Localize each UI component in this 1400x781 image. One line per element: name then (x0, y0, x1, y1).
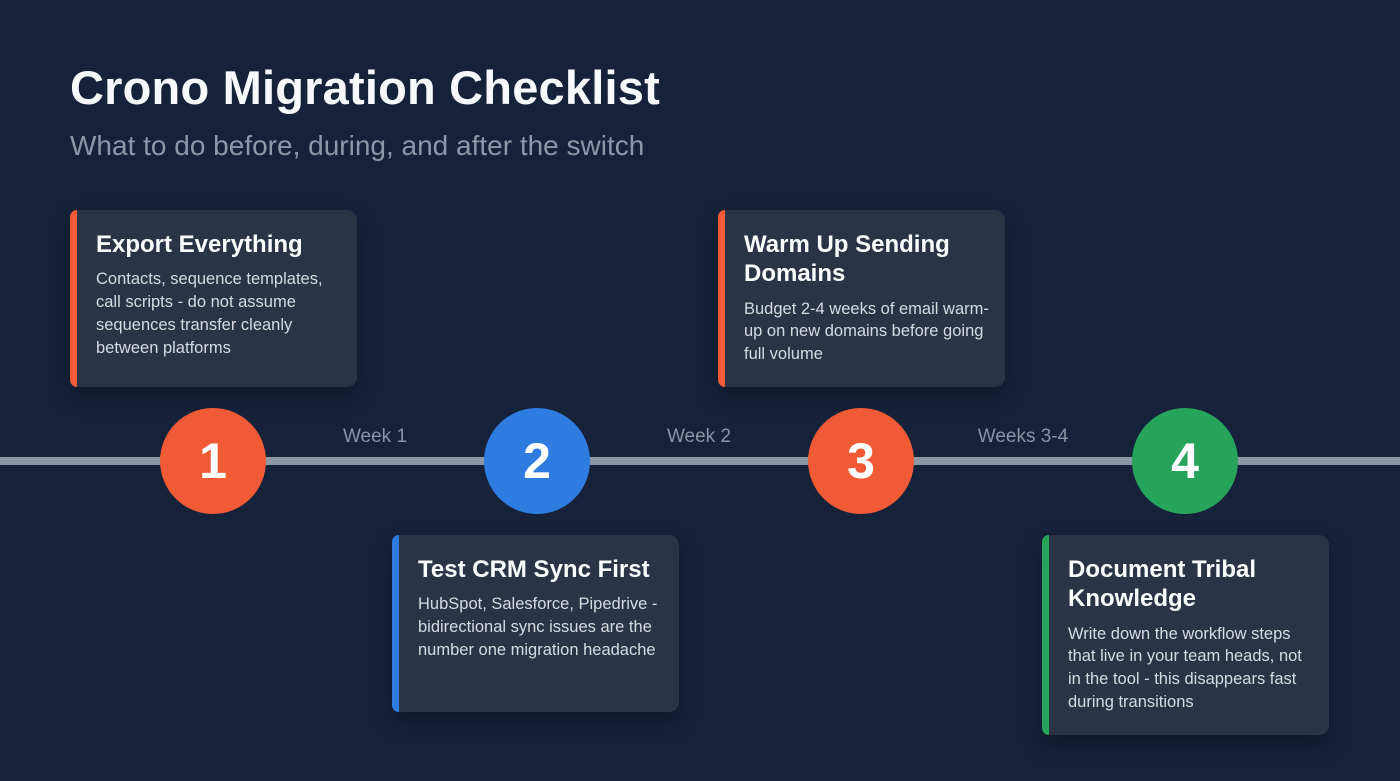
card-body: Contacts, sequence templates, call scrip… (96, 270, 323, 357)
card-title: Export Everything (96, 231, 303, 258)
step-circle-4: 4 (1132, 408, 1238, 514)
step-card-document-tribal-knowledge: Document Tribal Knowledge Write down the… (1042, 535, 1329, 735)
page-title: Crono Migration Checklist (70, 61, 660, 114)
card-accent-bar (718, 210, 725, 387)
step-circle-3: 3 (808, 408, 914, 514)
card-title: Test CRM Sync First (418, 556, 650, 583)
step-card-test-crm-sync-first: Test CRM Sync First HubSpot, Salesforce,… (392, 535, 679, 712)
timeline-label-weeks-3-4: Weeks 3-4 (977, 426, 1069, 447)
timeline-label-week-2: Week 2 (666, 426, 732, 447)
card-accent-bar (1042, 535, 1049, 735)
card-body: HubSpot, Salesforce, Pipedrive - bidirec… (418, 595, 658, 659)
card-title: Document Tribal Knowledge (1068, 556, 1257, 613)
step-card-export-everything: Export Everything Contacts, sequence tem… (70, 210, 357, 387)
card-body: Budget 2-4 weeks of email warm-up on new… (744, 299, 989, 364)
step-card-warm-up-sending-domains: Warm Up Sending Domains Budget 2-4 weeks… (718, 210, 1005, 387)
page-subtitle: What to do before, during, and after the… (70, 130, 645, 161)
timeline-line (0, 457, 1400, 465)
card-title: Warm Up Sending Domains (744, 231, 950, 288)
timeline-label-week-1: Week 1 (342, 426, 408, 447)
step-circle-1: 1 (160, 408, 266, 514)
step-circle-2: 2 (484, 408, 590, 514)
card-body: Write down the workflow steps that live … (1068, 624, 1302, 711)
card-accent-bar (70, 210, 77, 387)
card-accent-bar (392, 535, 399, 712)
